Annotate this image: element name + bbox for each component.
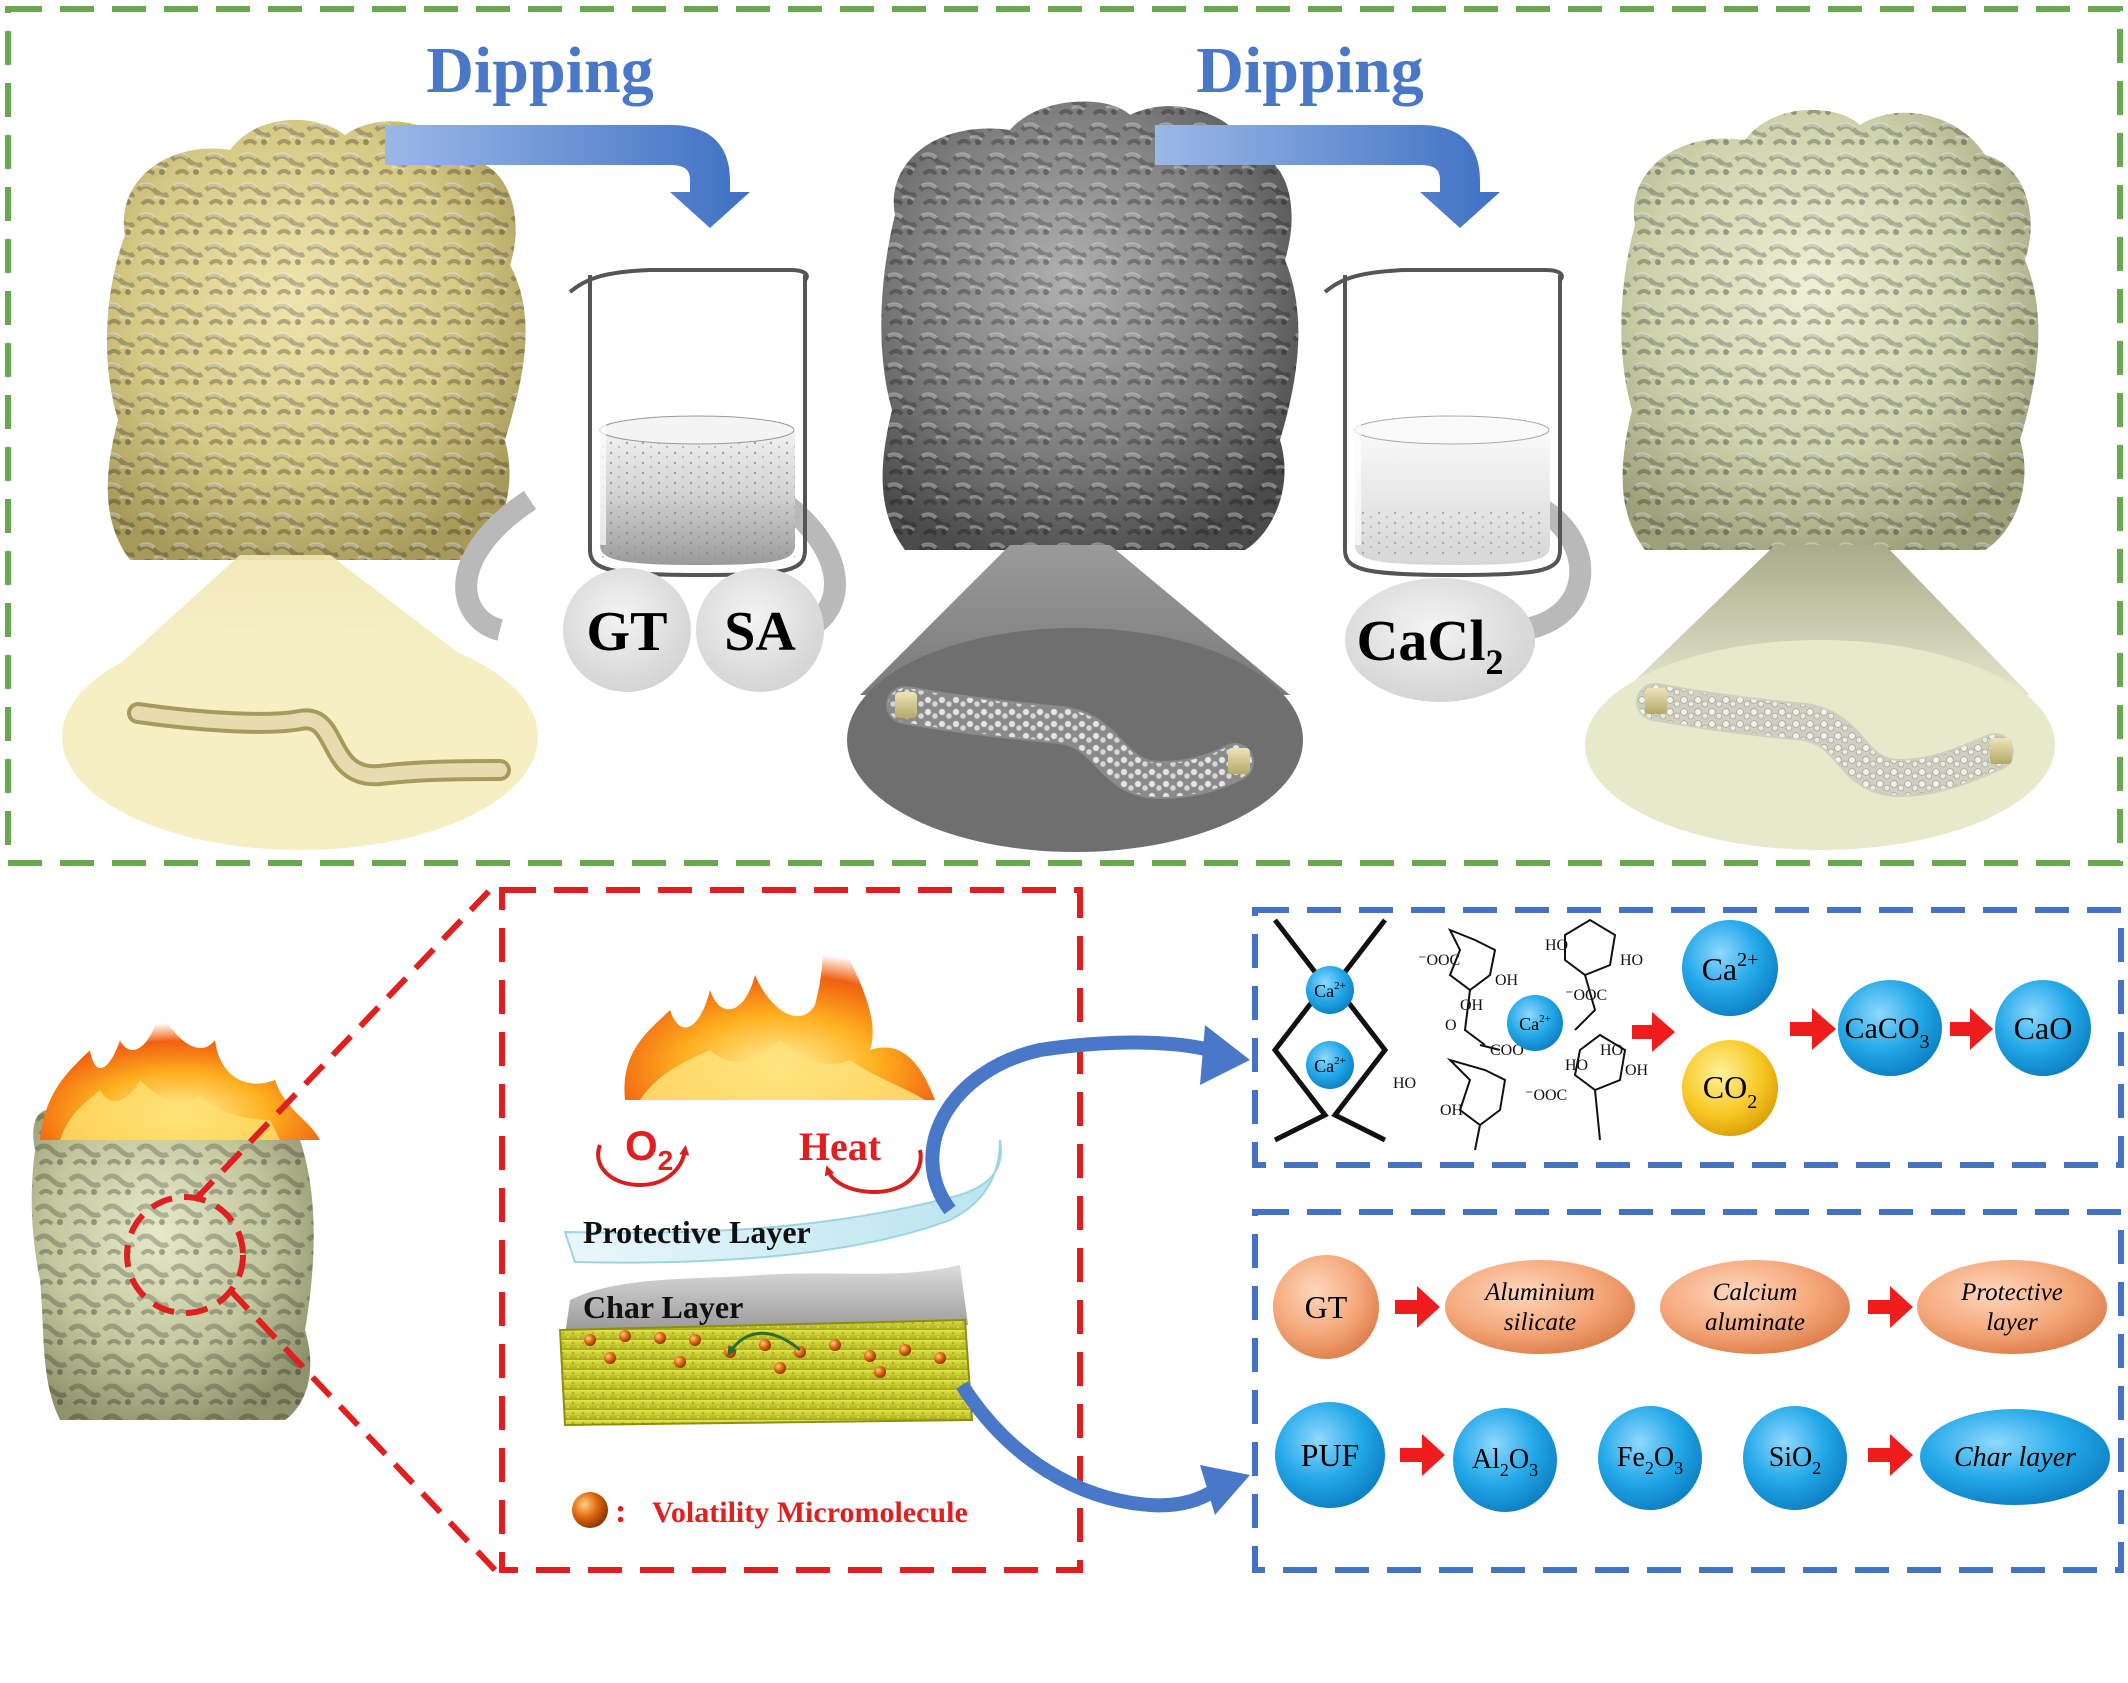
foam-gray bbox=[881, 101, 1299, 551]
zoom-ellipse-yellow bbox=[62, 624, 538, 850]
sio2-label: SiO2 bbox=[1769, 1442, 1822, 1478]
svg-text:HO: HO bbox=[1393, 1075, 1416, 1092]
svg-text:OH: OH bbox=[1460, 997, 1484, 1014]
svg-text:OH: OH bbox=[1495, 972, 1519, 989]
legend-ball bbox=[572, 1492, 608, 1528]
char-layer-node-label: Char layer bbox=[1954, 1442, 2076, 1473]
ca2-label: Ca2+ bbox=[1702, 949, 1759, 987]
cao-label: CaO bbox=[2014, 1010, 2073, 1046]
svg-text:⁻OOC: ⁻OOC bbox=[1525, 1087, 1567, 1104]
svg-text:HO: HO bbox=[1565, 1057, 1588, 1074]
cao-bubble bbox=[1995, 980, 2091, 1076]
protective-layer-label: Protective Layer bbox=[583, 1214, 811, 1250]
sio2-node bbox=[1743, 1406, 1847, 1510]
volatile-particles bbox=[584, 1330, 946, 1378]
caco3-bubble bbox=[1838, 980, 1942, 1076]
flame-small bbox=[40, 1010, 320, 1140]
red-arrow-2 bbox=[1790, 1008, 1836, 1050]
char-layer-node bbox=[1920, 1409, 2110, 1505]
cacl2-bubble bbox=[1345, 578, 1535, 702]
beaker-2 bbox=[1323, 268, 1592, 641]
red-arrow-4 bbox=[1395, 1286, 1440, 1328]
svg-text:O: O bbox=[1445, 1017, 1457, 1034]
o2-arrow bbox=[596, 1144, 690, 1188]
calcium-aluminate-node bbox=[1660, 1260, 1850, 1354]
foam-pale bbox=[1621, 109, 2039, 551]
alginate-labels: ⁻OOC OH OH O COO⁻ HO OH HO HO ⁻OOC HO OH… bbox=[1393, 937, 1649, 1119]
al2o3-label: Al2O3 bbox=[1472, 1444, 1538, 1480]
char-layer-label: Char Layer bbox=[583, 1289, 743, 1325]
o2-label: O2 bbox=[625, 1122, 673, 1176]
reflux-arrow bbox=[727, 1331, 801, 1357]
fe2o3-node bbox=[1598, 1406, 1702, 1510]
fe2o3-label: Fe2O3 bbox=[1617, 1442, 1683, 1478]
red-arrow-6 bbox=[1400, 1434, 1445, 1476]
gt-node-label: GT bbox=[1305, 1289, 1348, 1325]
red-arrow-1 bbox=[1632, 1012, 1675, 1052]
dipping-arrow-2 bbox=[1155, 125, 1500, 228]
ca-ion-1 bbox=[1306, 966, 1354, 1014]
co2-bubble bbox=[1682, 1040, 1778, 1136]
zoom-line-top bbox=[192, 887, 493, 1203]
gt-node bbox=[1273, 1255, 1379, 1359]
sponge-block bbox=[560, 1320, 972, 1425]
gt-label: GT bbox=[587, 601, 668, 663]
aluminium-silicate-node bbox=[1445, 1260, 1635, 1354]
protective-layer-sheet bbox=[563, 1139, 1002, 1264]
svg-text:OH: OH bbox=[1440, 1102, 1464, 1119]
ca-ion-2-label: Ca2+ bbox=[1314, 1055, 1346, 1076]
red-arrow-7 bbox=[1868, 1434, 1913, 1476]
al2o3-node bbox=[1453, 1408, 1557, 1512]
legend-text: Volatility Micromolecule bbox=[652, 1496, 968, 1529]
svg-text:HO: HO bbox=[1600, 1042, 1623, 1059]
flame-panel-border bbox=[499, 887, 1083, 1573]
curve-arrow-lower bbox=[956, 1381, 1219, 1513]
dipping-arrow-1 bbox=[385, 125, 750, 228]
svg-text:⁻OOC: ⁻OOC bbox=[1565, 987, 1607, 1004]
ca-ion-2 bbox=[1306, 1041, 1354, 1089]
ca-ion-3 bbox=[1507, 995, 1563, 1051]
svg-text:OH: OH bbox=[1625, 1062, 1649, 1079]
svg-text:HO: HO bbox=[1545, 937, 1568, 954]
zoom-line-bottom bbox=[227, 1287, 498, 1573]
foam-yellow bbox=[106, 119, 526, 561]
fiber-coated-gray bbox=[886, 686, 1254, 800]
reaction-panel-1-border bbox=[1252, 907, 2124, 1168]
puf-node bbox=[1275, 1402, 1385, 1508]
reaction-panel-2-border bbox=[1252, 1209, 2124, 1573]
egg-box-zigzag bbox=[1271, 918, 1389, 1143]
heat-label: Heat bbox=[799, 1124, 882, 1169]
svg-text:⁻OOC: ⁻OOC bbox=[1418, 952, 1460, 969]
legend-colon: : bbox=[615, 1493, 626, 1530]
sa-bubble bbox=[696, 568, 824, 692]
dipping-label-2: Dipping bbox=[1196, 34, 1423, 107]
burning-foam bbox=[31, 1109, 314, 1420]
gt-bubble bbox=[563, 568, 691, 692]
dipping-label-1: Dipping bbox=[426, 34, 653, 107]
red-arrow-3 bbox=[1950, 1008, 1993, 1050]
co2-label: CO2 bbox=[1703, 1069, 1757, 1113]
red-arrow-5 bbox=[1868, 1286, 1913, 1328]
curve-arrow-upper bbox=[925, 1035, 1212, 1215]
flame-large bbox=[624, 935, 935, 1100]
ca-ion-3-label: Ca2+ bbox=[1519, 1013, 1551, 1034]
fiber-coated-pale bbox=[1636, 683, 2014, 798]
top-panel-border bbox=[5, 6, 2123, 866]
caco3-label: CaCO3 bbox=[1845, 1012, 1930, 1053]
puf-label: PUF bbox=[1301, 1437, 1360, 1473]
svg-text:HO: HO bbox=[1620, 952, 1643, 969]
protective-layer-node bbox=[1917, 1260, 2107, 1354]
ca-ion-1-label: Ca2+ bbox=[1314, 980, 1346, 1001]
heat-arrow bbox=[824, 1149, 923, 1195]
cacl2-label: CaCl2 bbox=[1357, 608, 1504, 682]
ca2-bubble bbox=[1682, 920, 1778, 1016]
zoom-circle bbox=[124, 1194, 246, 1316]
alginate-structure bbox=[1446, 918, 1627, 1151]
sa-label: SA bbox=[724, 601, 796, 663]
